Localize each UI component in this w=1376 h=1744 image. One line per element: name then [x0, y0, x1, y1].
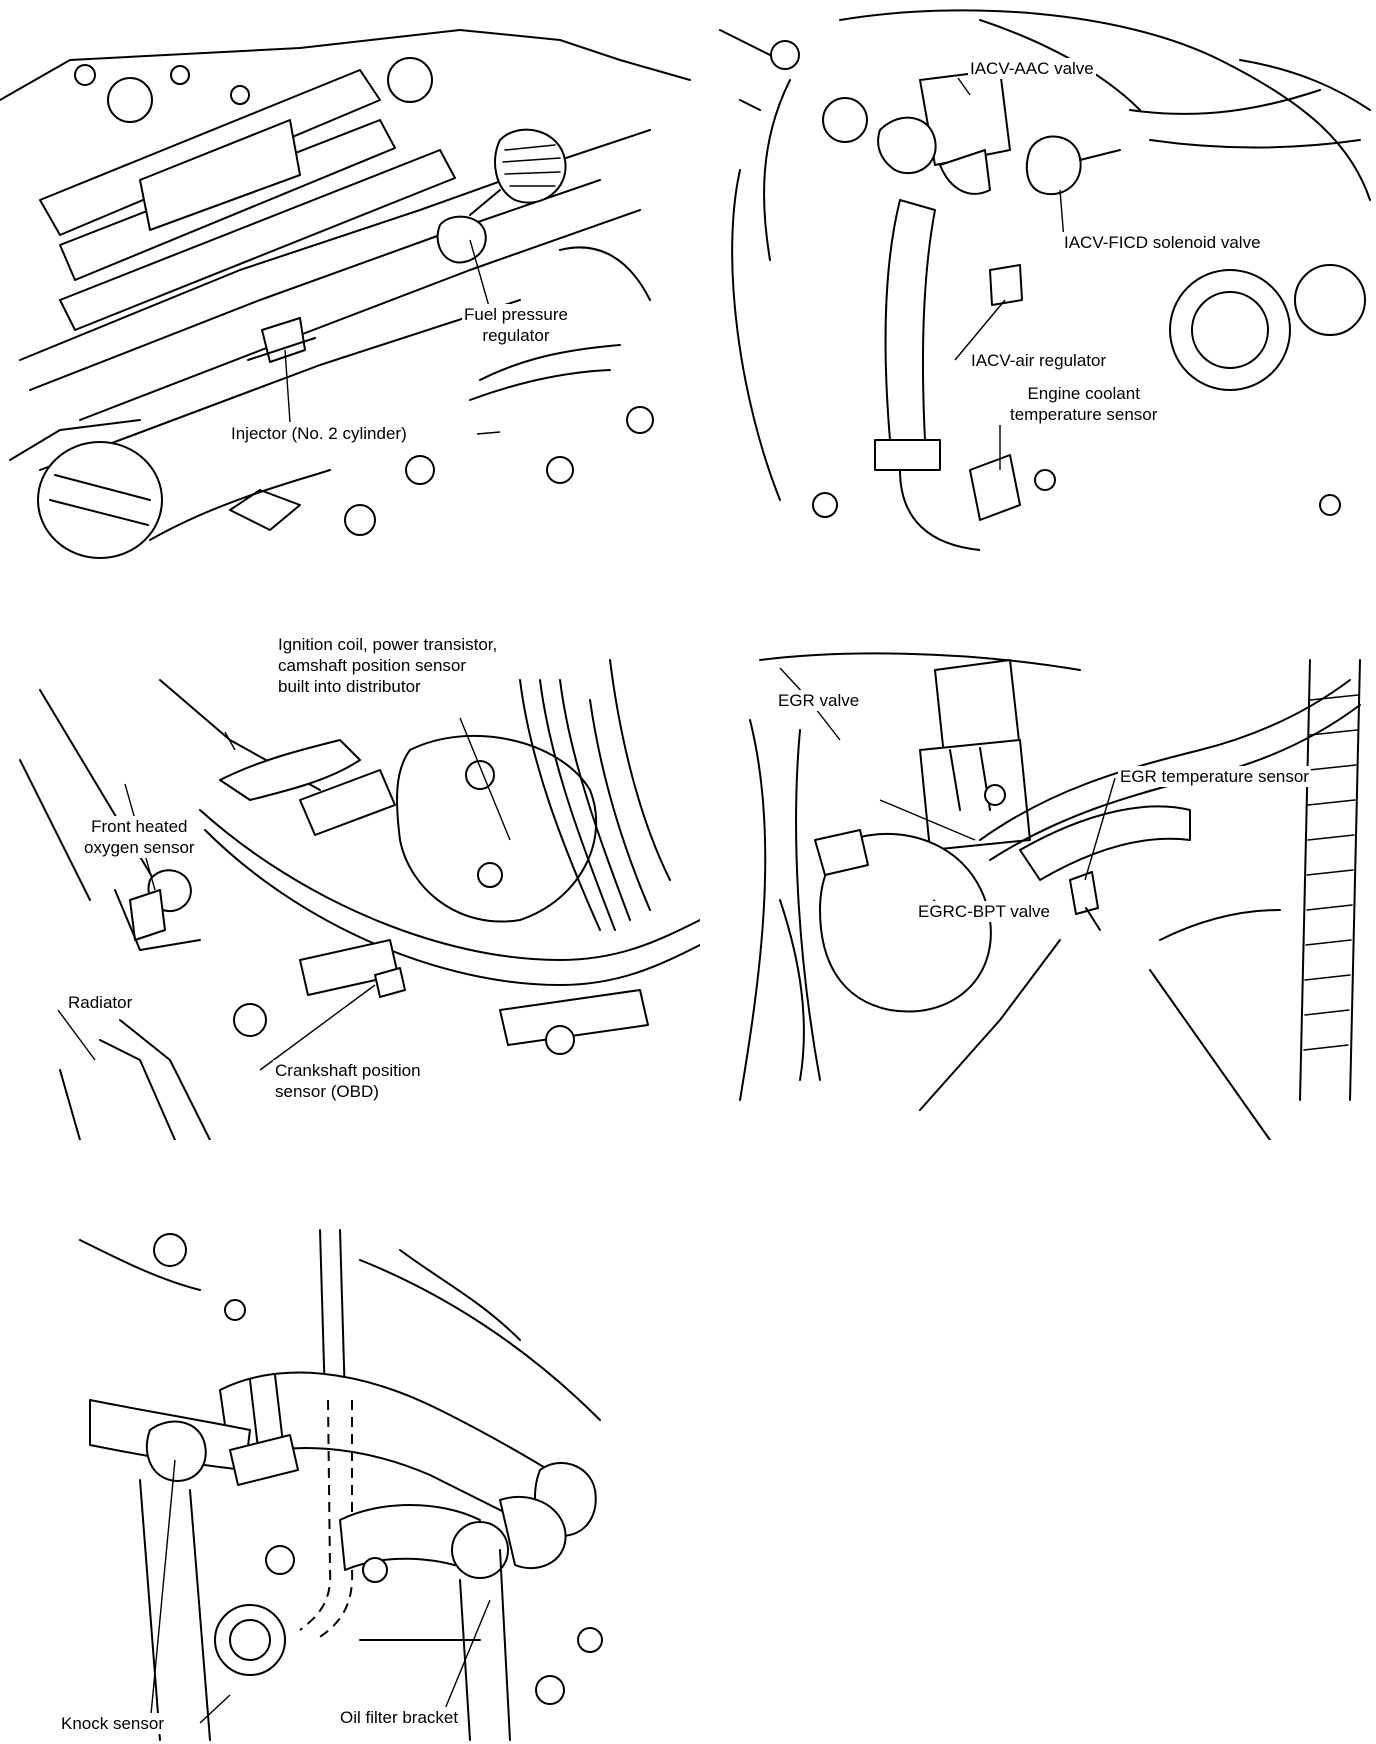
panel-knock: Knock sensor Oil filter bracket [59, 1220, 620, 1744]
fuel-pressure-regulator-line-2: regulator [482, 326, 550, 345]
iacv-ficd-solenoid-valve-label: IACV-FICD solenoid valve [1062, 232, 1263, 253]
engine-coolant-temperature-sensor-line-2: temperature sensor [1010, 405, 1158, 424]
panel-fuel-system: Fuel pressure regulator Injector (No. 2 … [0, 0, 700, 570]
oil-filter-bracket-label: Oil filter bracket [338, 1707, 461, 1728]
ignition-coil-line-1: Ignition coil, power transistor, [278, 635, 498, 654]
panel-iacv: IACV-AAC valve IACV-FICD solenoid valve … [700, 0, 1376, 570]
fuel-pressure-regulator-line-1: Fuel pressure [464, 305, 568, 324]
crankshaft-position-sensor-line-2: sensor (OBD) [275, 1082, 379, 1101]
ignition-coil-line-2: camshaft position sensor [278, 656, 467, 675]
fuel-system-drawing [0, 29, 691, 559]
front-heated-oxygen-sensor-label: Front heated oxygen sensor [82, 816, 197, 858]
ignition-drawing [19, 659, 700, 1140]
egr-valve-label: EGR valve [776, 690, 862, 711]
engine-coolant-temperature-sensor-label: Engine coolant temperature sensor [1008, 383, 1160, 425]
iacv-drawing [719, 9, 1371, 551]
egrc-bpt-valve-label: EGRC-BPT valve [916, 901, 1052, 922]
knock-drawing [79, 1229, 603, 1741]
front-heated-oxygen-sensor-line-1: Front heated [91, 817, 188, 836]
ignition-coil-line-3: built into distributor [278, 677, 421, 696]
egr-temperature-sensor-label: EGR temperature sensor [1118, 766, 1311, 787]
crankshaft-position-sensor-label: Crankshaft position sensor (OBD) [273, 1060, 423, 1102]
knock-sensor-label: Knock sensor [59, 1713, 166, 1734]
panel-ignition: Ignition coil, power transistor, camshaf… [0, 634, 700, 1140]
iacv-air-regulator-label: IACV-air regulator [969, 350, 1109, 371]
ignition-coil-label: Ignition coil, power transistor, camshaf… [276, 634, 500, 697]
egr-drawing [739, 652, 1361, 1140]
crankshaft-position-sensor-line-1: Crankshaft position [275, 1061, 421, 1080]
iacv-aac-valve-label: IACV-AAC valve [968, 58, 1096, 79]
panel-egr: EGR valve EGR temperature sensor EGRC-BP… [720, 640, 1376, 1140]
injector-label: Injector (No. 2 cylinder) [229, 423, 409, 444]
front-heated-oxygen-sensor-line-2: oxygen sensor [84, 838, 195, 857]
fuel-pressure-regulator-label: Fuel pressure regulator [462, 304, 570, 346]
engine-coolant-temperature-sensor-line-1: Engine coolant [1027, 384, 1140, 403]
radiator-label: Radiator [66, 992, 135, 1013]
